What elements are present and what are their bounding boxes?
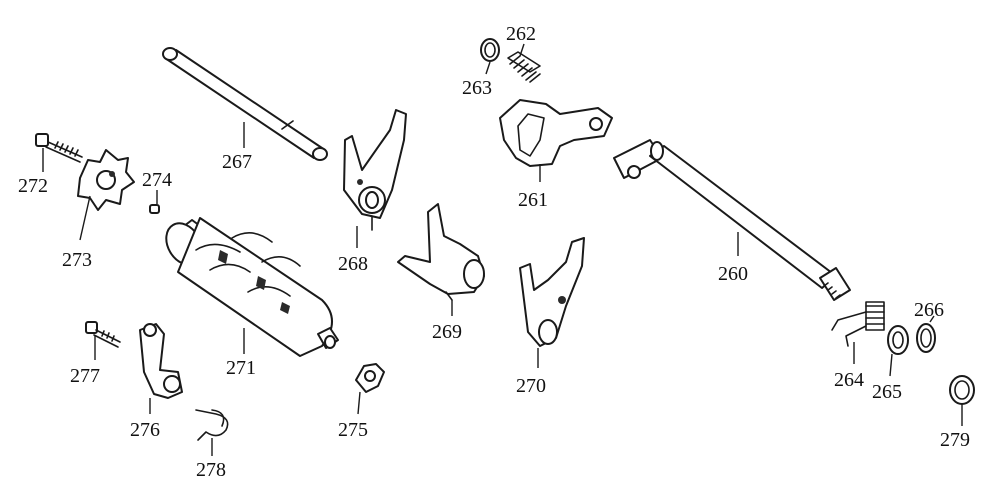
part-278-spring (195, 409, 229, 456)
label-274: 274 (142, 169, 172, 191)
part-269-shift-fork (397, 203, 485, 316)
label-267: 267 (222, 151, 252, 173)
label-273: 273 (62, 249, 92, 271)
label-278: 278 (196, 459, 226, 481)
part-274-pin (149, 190, 160, 214)
part-266-circlip (916, 315, 936, 353)
label-271: 271 (226, 357, 256, 379)
label-272: 272 (18, 175, 48, 197)
part-273-cam-plate (77, 149, 135, 241)
part-262-spring (507, 43, 541, 83)
part-272-bolt (35, 133, 83, 172)
label-268: 268 (338, 253, 368, 275)
label-264: 264 (834, 369, 864, 391)
part-265-washer (887, 325, 909, 377)
part-263-ring (480, 38, 500, 75)
part-271-shift-drum (165, 217, 339, 357)
label-276: 276 (130, 419, 160, 441)
part-270-shift-fork (519, 237, 585, 368)
part-260-shift-shaft (613, 139, 851, 301)
label-263: 263 (462, 77, 492, 99)
part-267-fork-shaft (162, 47, 328, 161)
part-277-bolt (85, 321, 121, 360)
label-277: 277 (70, 365, 100, 387)
label-269: 269 (432, 321, 462, 343)
label-270: 270 (516, 375, 546, 397)
label-266: 266 (914, 299, 944, 321)
part-268-shift-fork (343, 109, 407, 248)
part-261-shift-arm (499, 99, 613, 182)
part-276-stopper-arm (139, 323, 183, 414)
label-261: 261 (518, 189, 548, 211)
part-275-small-arm (355, 363, 385, 415)
label-260: 260 (718, 263, 748, 285)
label-262: 262 (506, 23, 536, 45)
label-275: 275 (338, 419, 368, 441)
label-279: 279 (940, 429, 970, 451)
part-labels: 267 272 274 273 268 271 269 270 262 263 … (18, 23, 970, 481)
part-264-return-spring (831, 301, 885, 364)
part-279-ring (949, 375, 975, 426)
label-265: 265 (872, 381, 902, 403)
